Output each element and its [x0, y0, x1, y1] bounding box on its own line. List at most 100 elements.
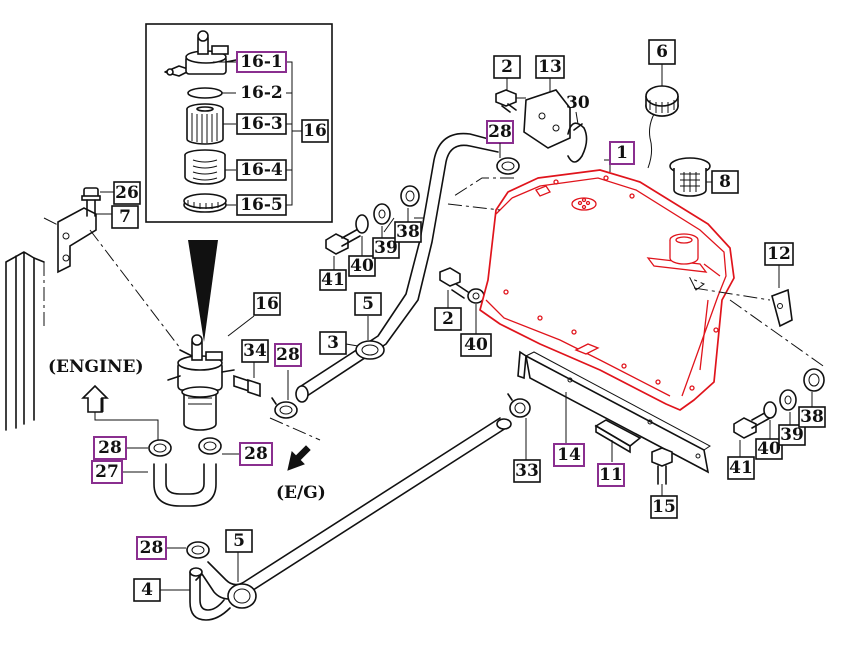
clamp-28-mid-drawing: [271, 397, 298, 419]
washer-set-b-drawing: [733, 368, 825, 439]
svg-text:28: 28: [244, 444, 268, 464]
svg-text:41: 41: [729, 458, 753, 478]
callout-2-mid: 2: [434, 307, 462, 331]
left-frame-drawing: [5, 217, 65, 431]
svg-text:39: 39: [374, 238, 398, 258]
filter-element-drawing: [186, 103, 224, 145]
svg-text:14: 14: [557, 445, 581, 465]
callout-41-a: 41: [319, 269, 347, 291]
engine-label: (ENGINE): [48, 357, 144, 377]
callout-5-bottom: 5: [225, 529, 253, 553]
svg-text:8: 8: [719, 172, 731, 192]
bolt-34-drawing: [233, 374, 261, 398]
svg-text:34: 34: [243, 341, 267, 361]
callout-3: 3: [319, 331, 347, 355]
hose-27-drawing: [148, 437, 222, 507]
callout-13: 13: [535, 55, 565, 79]
svg-text:40: 40: [464, 335, 488, 355]
filter-inset: 16-1 16-2 16-3 16-4 16-5 16: [145, 23, 333, 223]
callout-28-left: 28: [93, 436, 127, 460]
svg-text:3: 3: [327, 333, 339, 353]
filter-bowl-drawing: [184, 149, 226, 185]
svg-text:28: 28: [140, 538, 164, 558]
ring-nut-drawing: [183, 193, 227, 213]
bracket-13-drawing: [523, 89, 571, 149]
strainer-drawing: [669, 157, 711, 197]
stay-14-drawing: [517, 350, 711, 474]
washer-set-a-drawing: [325, 185, 420, 255]
callout-40-b: 40: [755, 438, 783, 460]
eg-label: (E/G): [276, 483, 326, 503]
clamp-28-bottom-drawing: [186, 541, 210, 559]
callout-11: 11: [597, 463, 625, 487]
svg-text:11: 11: [599, 465, 623, 485]
callout-34: 34: [241, 339, 269, 363]
svg-text:1: 1: [616, 143, 628, 163]
svg-text:40: 40: [350, 256, 374, 276]
svg-text:16-2: 16-2: [240, 83, 283, 103]
svg-text:5: 5: [362, 294, 374, 314]
callout-16-3: 16-3: [236, 113, 287, 135]
callout-15: 15: [650, 495, 678, 519]
callout-16-2: 16-2: [237, 83, 286, 103]
filter-head-drawing: [164, 30, 237, 77]
bolt-2-top-drawing: [495, 89, 517, 113]
callout-38-b: 38: [798, 406, 826, 428]
callout-39-b: 39: [778, 424, 806, 446]
svg-text:16-1: 16-1: [240, 52, 283, 72]
svg-text:28: 28: [276, 345, 300, 365]
hose-4-drawing: [189, 417, 512, 621]
svg-text:7: 7: [119, 207, 131, 227]
svg-text:15: 15: [652, 497, 676, 517]
callout-26: 26: [113, 181, 141, 205]
svg-text:27: 27: [95, 462, 119, 482]
callout-16-1: 16-1: [236, 51, 287, 73]
svg-text:16: 16: [255, 294, 279, 314]
callout-16-5: 16-5: [236, 194, 287, 216]
callout-40-mid: 40: [460, 333, 492, 357]
svg-text:39: 39: [780, 425, 804, 445]
svg-text:5: 5: [233, 531, 245, 551]
svg-text:40: 40: [757, 439, 781, 459]
svg-text:13: 13: [538, 57, 562, 77]
callout-16-group: 16: [301, 119, 329, 143]
pointer-arrow: [188, 240, 218, 342]
svg-text:12: 12: [767, 244, 791, 264]
fuel-tank-drawing: [479, 169, 735, 411]
pad-11-drawing: [594, 419, 642, 454]
callout-8: 8: [711, 170, 739, 194]
callout-5-mid: 5: [354, 292, 382, 316]
svg-text:41: 41: [321, 270, 345, 290]
callout-39-a: 39: [372, 237, 400, 259]
bracket-12-drawing: [771, 288, 793, 328]
clamp-33-drawing: [507, 393, 531, 418]
svg-text:16-3: 16-3: [240, 114, 283, 134]
callout-28-top: 28: [486, 120, 514, 144]
callout-33: 33: [513, 459, 541, 483]
callout-41-b: 41: [727, 456, 755, 480]
callout-28-bottom: 28: [136, 536, 167, 560]
callout-16-4: 16-4: [236, 159, 287, 181]
callout-7: 7: [111, 205, 139, 229]
bolt-26-drawing: [81, 187, 101, 217]
callout-12: 12: [764, 242, 794, 266]
svg-text:16-5: 16-5: [240, 195, 283, 215]
svg-text:2: 2: [501, 57, 513, 77]
svg-text:26: 26: [115, 183, 139, 203]
callout-28-right: 28: [239, 442, 273, 466]
svg-text:33: 33: [515, 461, 539, 481]
svg-text:38: 38: [396, 222, 420, 242]
bolt-2-mid-drawing: [439, 267, 485, 304]
callout-30: 30: [566, 93, 590, 113]
svg-text:16-4: 16-4: [240, 160, 283, 180]
band-30-drawing: [567, 122, 588, 163]
callout-2-top: 2: [493, 55, 521, 79]
fuel-cap-drawing: [645, 85, 679, 169]
callout-4: 4: [133, 578, 161, 602]
svg-text:38: 38: [800, 407, 824, 427]
callout-38-a: 38: [394, 221, 422, 243]
svg-text:6: 6: [656, 42, 668, 62]
svg-text:2: 2: [442, 309, 454, 329]
callout-6: 6: [648, 39, 676, 65]
